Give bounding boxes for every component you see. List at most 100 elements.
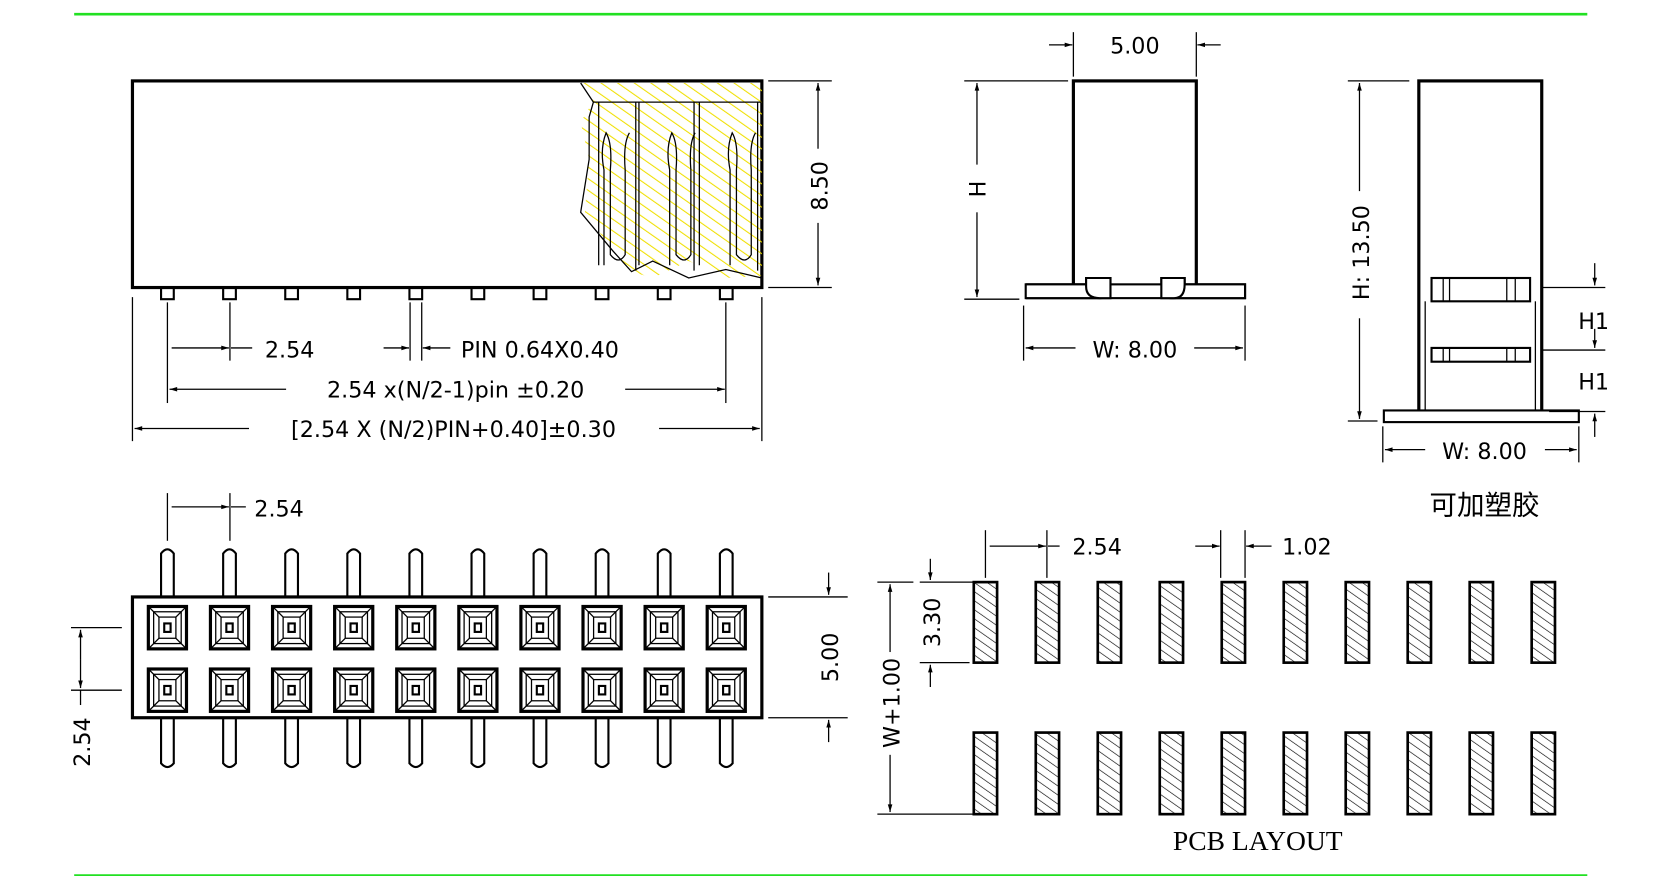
bottom-pin-top [346, 548, 362, 597]
contact-spring [601, 131, 630, 266]
front-pin [656, 286, 672, 301]
socket-cavity [146, 667, 189, 713]
pcb-pad [1158, 731, 1185, 816]
front-pin [718, 286, 734, 301]
bottom-pin-top [160, 548, 175, 597]
pcb-pad-length-dim: 3.30 [920, 598, 946, 648]
pcb-pad [1344, 580, 1371, 664]
front-pitch-dim: 2.54 [265, 337, 315, 363]
bottom-row-pitch-dim: 2.54 [70, 717, 96, 767]
plastic-width-dim: W: 8.00 [1442, 439, 1527, 465]
plastic-h1-upper-dim: H1 [1578, 309, 1609, 335]
bottom-pin-top [284, 548, 300, 597]
side-top-dim: 5.00 [1110, 33, 1160, 59]
pcb-pad [972, 580, 999, 664]
front-height-dim: 8.50 [808, 161, 834, 211]
socket-cavity [333, 667, 375, 713]
bottom-pitch-dim: 2.54 [254, 496, 304, 522]
bottom-pin-bottom [594, 717, 610, 769]
socket-cavity [457, 604, 499, 651]
socket-cavity [270, 667, 313, 713]
bottom-pin-top [408, 548, 424, 597]
bottom-pin-top [532, 548, 548, 597]
plastic-height-dim: H: 13.50 [1349, 205, 1375, 300]
pcb-pad [1530, 580, 1557, 664]
bottom-pin-bottom [656, 717, 672, 769]
bottom-pin-top [594, 548, 610, 597]
pcb-pad [1406, 580, 1433, 664]
front-pin [470, 286, 486, 301]
pcb-pitch-dim: 2.54 [1072, 535, 1122, 561]
pcb-pad [1406, 731, 1433, 816]
pcb-pad [1096, 731, 1123, 816]
cutaway-section [579, 82, 763, 279]
front-pin-size-dim: PIN 0.64X0.40 [461, 337, 619, 363]
pcb-pad [1096, 580, 1123, 664]
socket-cavity [395, 667, 437, 713]
pcb-pad [1468, 731, 1495, 816]
front-span-dim: 2.54 x(N/2-1)pin ±0.20 [327, 378, 584, 404]
bottom-width-dim: 5.00 [818, 633, 844, 683]
bottom-pin-bottom [532, 717, 548, 769]
socket-cavity [581, 604, 623, 651]
bottom-pin-top [222, 548, 237, 597]
front-pin [532, 286, 548, 301]
bottom-pin-bottom [222, 717, 237, 769]
front-pin [160, 286, 175, 301]
pcb-pad [1282, 580, 1309, 664]
plastic-caption: 可加塑胶 [1429, 489, 1539, 520]
front-pin [222, 286, 237, 301]
pcb-pad [1034, 580, 1061, 664]
bottom-pin-top [718, 548, 734, 597]
front-view: 2.54 PIN 0.64X0.40 2.54 x(N/2-1)pin ±0.2… [130, 79, 834, 443]
pcb-pad [1282, 731, 1309, 816]
front-pin [408, 286, 424, 301]
bottom-pin-top [470, 548, 486, 597]
socket-cavity [457, 667, 499, 713]
bottom-pin-bottom [718, 717, 734, 769]
bottom-view: 2.54 2.54 5.00 [70, 493, 848, 769]
socket-cavity [519, 667, 561, 713]
front-total-dim: [2.54 X (N/2)PIN+0.40]±0.30 [291, 417, 616, 443]
pcb-layout-title: PCB LAYOUT [1173, 825, 1343, 856]
socket-cavity [270, 604, 313, 651]
pcb-span-dim: W+1.00 [880, 658, 906, 748]
pcb-pad [1344, 731, 1371, 816]
plastic-h1-lower-dim: H1 [1578, 369, 1609, 395]
front-pin [284, 286, 300, 301]
socket-cavity [208, 604, 251, 651]
bottom-pin-bottom [160, 717, 175, 769]
bottom-pin-bottom [470, 717, 486, 769]
contact-spring [727, 131, 757, 266]
socket-cavity [208, 667, 251, 713]
socket-cavity [146, 604, 189, 651]
bottom-pin-bottom [408, 717, 424, 769]
socket-cavity [519, 604, 561, 651]
socket-cavity [333, 604, 375, 651]
side-width-dim: W: 8.00 [1092, 337, 1177, 363]
contact-spring [667, 131, 696, 266]
side-view-plastic: H: 13.50 H1 H1 W: 8.00 可加塑胶 [1347, 79, 1609, 520]
side-height-dim: H [965, 181, 991, 198]
pcb-pad [1220, 731, 1247, 816]
socket-cavity [395, 604, 437, 651]
socket-cavity [705, 604, 747, 651]
socket-cavity [643, 667, 685, 713]
front-pin [346, 286, 362, 301]
side-view: 5.00 H W: 8.00 [964, 32, 1247, 363]
bottom-pin-bottom [346, 717, 362, 769]
bottom-pin-bottom [284, 717, 300, 769]
pcb-pad [1158, 580, 1185, 664]
socket-cavity [643, 604, 685, 651]
pcb-pad [972, 731, 999, 816]
bottom-pin-top [656, 548, 672, 597]
front-pin [594, 286, 610, 301]
pcb-pad [1034, 731, 1061, 816]
pcb-pad [1530, 731, 1557, 816]
pcb-layout: 2.54 1.02 3.30 W+1.00 PCB LAYOUT [877, 530, 1557, 856]
socket-cavity [581, 667, 623, 713]
socket-cavity [705, 667, 747, 713]
pcb-pad [1468, 580, 1495, 664]
pcb-pad-width-dim: 1.02 [1282, 535, 1332, 561]
